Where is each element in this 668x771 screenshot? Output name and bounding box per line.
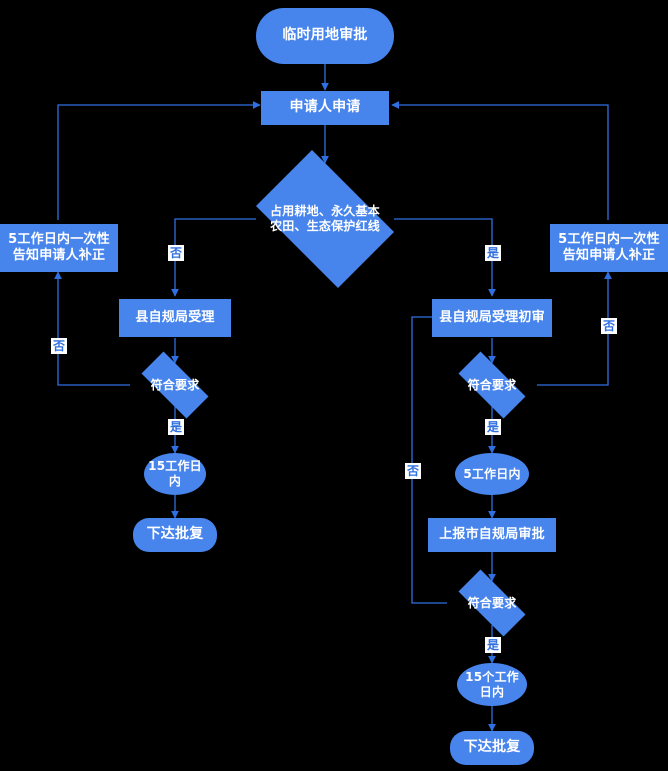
node-5-workdays-right[interactable]: 5工作日内 (455, 453, 529, 495)
node-check-requirements-right-label: 符合要求 (467, 377, 517, 392)
node-15-workdays-left[interactable]: 15工作日内 (144, 453, 206, 495)
node-check-requirements-right[interactable]: 符合要求 (447, 351, 537, 419)
edge-label-check-city-no: 否 (405, 463, 421, 479)
node-check-requirements-left[interactable]: 符合要求 (130, 351, 220, 419)
edge-label-check-city-yes: 是 (485, 637, 501, 653)
edge-label-check-right-no: 否 (601, 318, 617, 334)
node-notify-applicant-left-label: 5工作日内一次性告知申请人补正 (8, 232, 110, 263)
node-check-requirements-city[interactable]: 符合要求 (447, 569, 537, 637)
node-start-label: 临时用地审批 (282, 27, 368, 44)
edge-label-check-left-no: 否 (51, 338, 67, 354)
node-15-workdays-right[interactable]: 15个工作日内 (457, 663, 527, 706)
node-notify-applicant-right[interactable]: 5工作日内一次性告知申请人补正 (550, 224, 668, 272)
node-issue-reply-left-label: 下达批复 (146, 526, 204, 543)
node-issue-reply-right-label: 下达批复 (463, 739, 521, 756)
node-notify-applicant-left[interactable]: 5工作日内一次性告知申请人补正 (0, 224, 118, 272)
edge-label-landuse-yes: 是 (485, 245, 501, 261)
node-start[interactable]: 临时用地审批 (256, 8, 394, 64)
node-decision-land-use[interactable]: 占用耕地、永久基本农田、生态保护红线 (243, 150, 407, 288)
edge-label-landuse-no: 否 (168, 245, 184, 261)
node-15-workdays-right-label: 15个工作日内 (465, 669, 519, 699)
node-15-workdays-left-label: 15工作日内 (148, 459, 202, 488)
node-applicant-apply-label: 申请人申请 (289, 99, 361, 116)
node-report-city-bureau-label: 上报市自规局审批 (439, 527, 545, 543)
node-check-requirements-city-label: 符合要求 (467, 595, 517, 610)
node-notify-applicant-right-label: 5工作日内一次性告知申请人补正 (558, 232, 660, 263)
node-issue-reply-right[interactable]: 下达批复 (450, 731, 534, 765)
node-decision-land-use-label: 占用耕地、永久基本农田、生态保护红线 (270, 204, 380, 233)
node-5-workdays-right-label: 5工作日内 (463, 466, 521, 481)
node-county-bureau-accept[interactable]: 县自规局受理 (119, 299, 231, 337)
node-county-bureau-accept-review[interactable]: 县自规局受理初审 (432, 299, 552, 337)
edge-label-check-left-yes: 是 (168, 419, 184, 435)
node-county-bureau-accept-label: 县自规局受理 (135, 310, 215, 326)
node-issue-reply-left[interactable]: 下达批复 (133, 518, 217, 552)
node-county-bureau-accept-review-label: 县自规局受理初审 (439, 310, 545, 326)
node-report-city-bureau[interactable]: 上报市自规局审批 (428, 518, 556, 552)
node-applicant-apply[interactable]: 申请人申请 (261, 91, 389, 125)
node-check-requirements-left-label: 符合要求 (150, 377, 200, 392)
edge-label-check-right-yes: 是 (485, 419, 501, 435)
